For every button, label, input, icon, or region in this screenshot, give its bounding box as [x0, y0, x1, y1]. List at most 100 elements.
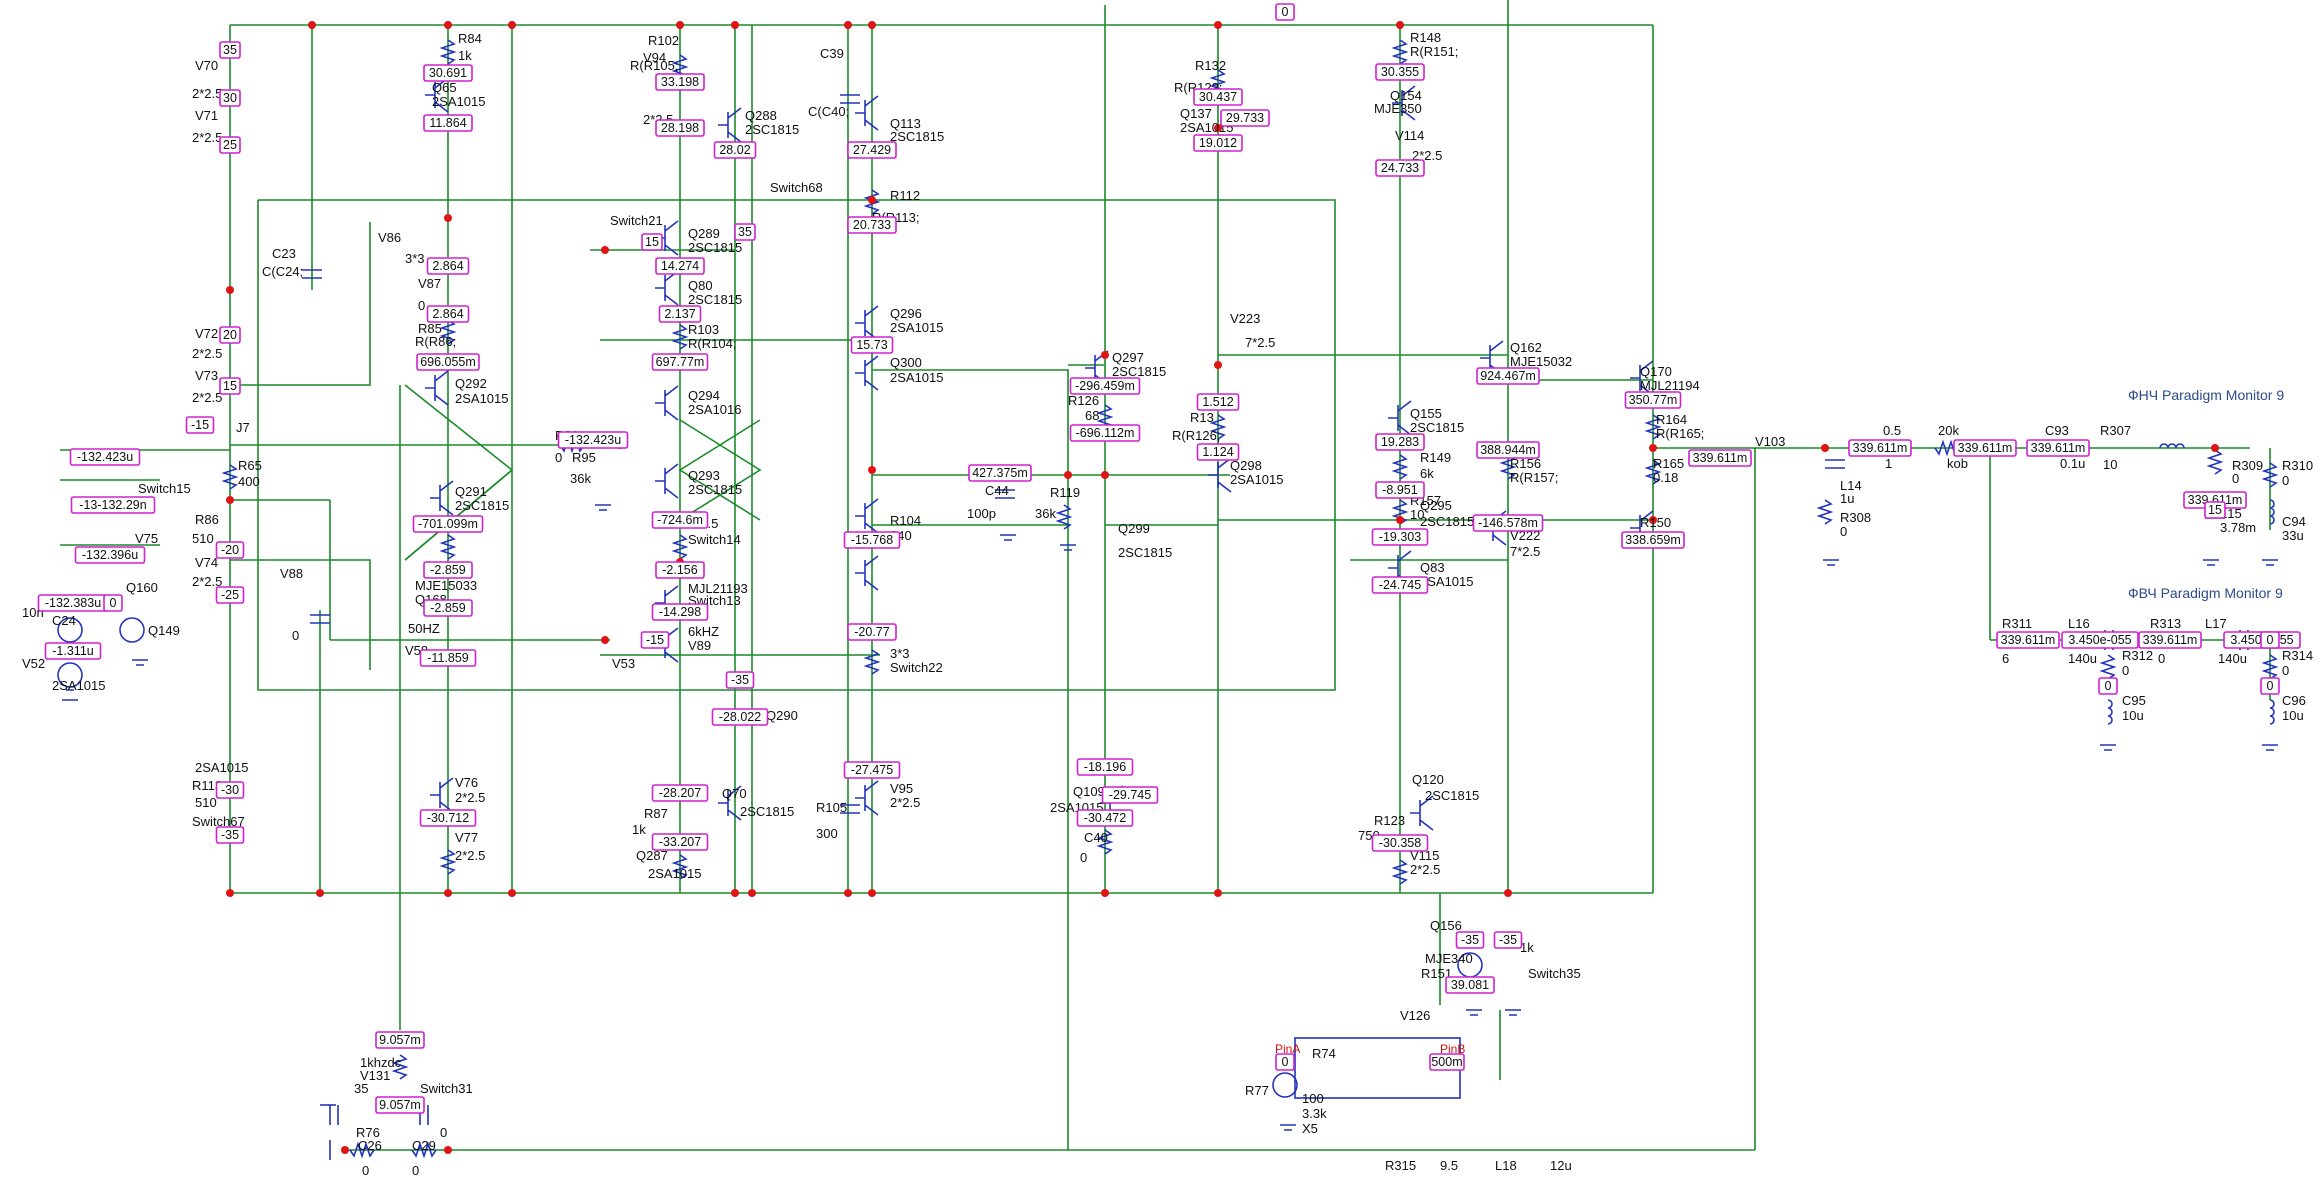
probe-value-box: -18.196: [1076, 758, 1134, 776]
probe-value-box: -20.77: [847, 623, 897, 641]
probe-value: 19.012: [1199, 136, 1237, 150]
component-label: Q170: [1640, 364, 1672, 379]
component-label: 510: [192, 531, 214, 546]
component-label: 1k: [458, 48, 472, 63]
probe-value: -15: [191, 418, 209, 432]
probe-value-box: 33.198: [655, 73, 705, 91]
probe-value: -35: [221, 828, 239, 842]
probe-value: 0: [2267, 679, 2274, 693]
component-label: Switch21: [610, 213, 663, 228]
probe-value-box: 0: [1275, 1053, 1295, 1071]
probe-value-box: 29.733: [1220, 109, 1270, 127]
probe-value: -696.112m: [1076, 426, 1135, 440]
component-label: Q298: [1230, 458, 1262, 473]
probe-value-box: 427.375m: [968, 464, 1032, 482]
probe-value-box: -2.156: [655, 561, 705, 579]
probe-value: -701.099m: [418, 517, 478, 531]
component-label: R149: [1420, 450, 1451, 465]
component-label: Q162: [1510, 340, 1542, 355]
component-label: 2SC1815: [1112, 364, 1166, 379]
probe-value-box: -132.423u: [69, 448, 141, 466]
probe-value: -25: [221, 588, 239, 602]
component-label: 2SA1015: [432, 94, 486, 109]
component-label: 0: [2282, 663, 2289, 678]
component-label: C26: [358, 1138, 382, 1153]
component-label: 1k: [632, 822, 646, 837]
component-label: 2SA1015: [195, 760, 249, 775]
probe-value-box: 14.274: [655, 257, 705, 275]
probe-value-box: -20: [215, 541, 245, 559]
component-label: L16: [2068, 616, 2090, 631]
component-label: V103: [1755, 434, 1785, 449]
component-label: 140u: [2068, 651, 2097, 666]
probe-value: -24.745: [1379, 578, 1421, 592]
component-label: Q300: [890, 355, 922, 370]
component-label: 2SC1815: [890, 129, 944, 144]
probe-value: 15: [223, 379, 237, 393]
component-label: Q296: [890, 306, 922, 321]
component-label: 0: [2282, 473, 2289, 488]
probe-values: 3530252015-15-20-25-30-3530.69111.86433.…: [37, 3, 2301, 1114]
probe-value-box: -2.859: [423, 599, 473, 617]
probe-value: -146.578m: [1478, 516, 1538, 530]
highpass-filter-header: ФВЧ Paradigm Monitor 9: [2128, 585, 2283, 601]
probe-value: 339.611m: [2001, 633, 2056, 647]
probe-value: 697.77m: [656, 355, 705, 369]
component-label: R103: [688, 322, 719, 337]
component-label: R123: [1374, 813, 1405, 828]
component-label: 10: [2103, 457, 2117, 472]
component-label: 3*3: [405, 251, 425, 266]
component-label: R312: [2122, 648, 2153, 663]
probe-value-box: 2.137: [658, 305, 702, 323]
probe-value-box: -30.358: [1371, 834, 1429, 852]
probe-value: 2.864: [432, 259, 463, 273]
component-label: 36k: [1035, 506, 1056, 521]
component-label: V74: [195, 555, 218, 570]
component-label: V70: [195, 58, 218, 73]
component-label: MJE350: [1374, 101, 1422, 116]
component-label: R112: [890, 188, 920, 203]
probe-value: 500m: [1431, 1055, 1462, 1069]
probe-value-box: 28.198: [655, 119, 705, 137]
probe-value: -29.745: [1109, 788, 1151, 802]
probe-value-box: -724.6m: [651, 511, 709, 529]
probe-value-box: 39.081: [1445, 976, 1495, 994]
component-label: 2SC1815: [1410, 420, 1464, 435]
component-label: Q70: [722, 786, 747, 801]
component-label: R315: [1385, 1158, 1416, 1173]
component-label: Switch22: [890, 660, 943, 675]
component-label: 0: [418, 298, 425, 313]
component-label: Q80: [688, 278, 713, 293]
component-label: 300: [816, 826, 838, 841]
probe-value-box: 19.283: [1375, 433, 1425, 451]
probe-value-box: -15: [185, 416, 215, 434]
probe-value: 29.733: [1226, 111, 1264, 125]
component-label: 2*2.5: [455, 790, 485, 805]
probe-value-box: 30.691: [423, 64, 473, 82]
probe-value: 696.055m: [420, 355, 476, 369]
probe-value-box: -146.578m: [1472, 514, 1544, 532]
probe-value: 0: [1282, 1055, 1289, 1069]
component-label: 0: [440, 1125, 447, 1140]
component-label: J7: [236, 420, 250, 435]
probe-value: -132.423u: [77, 450, 133, 464]
probe-value-box: -13-132.29n: [70, 496, 156, 514]
probe-value: 339.611m: [2143, 633, 2198, 647]
probe-value-box: 9.057m: [375, 1031, 425, 1049]
probe-value-box: 697.77m: [651, 353, 709, 371]
component-label: 2*2.5: [192, 574, 222, 589]
component-label: V75: [135, 531, 158, 546]
probe-value-box: -2.859: [423, 561, 473, 579]
component-label: R310: [2282, 458, 2313, 473]
probe-value: 1.512: [1202, 395, 1233, 409]
probe-value-box: -19.303: [1371, 528, 1429, 546]
component-label: Q109: [1073, 784, 1105, 799]
probe-value: -18.196: [1084, 760, 1126, 774]
probe-value: -35: [731, 673, 749, 687]
component-label: V77: [455, 830, 478, 845]
probe-value-box: 2.864: [426, 305, 470, 323]
component-label: R(R165;: [1656, 426, 1704, 441]
component-label: C40: [1084, 830, 1108, 845]
component-label: 9.5: [1440, 1158, 1458, 1173]
